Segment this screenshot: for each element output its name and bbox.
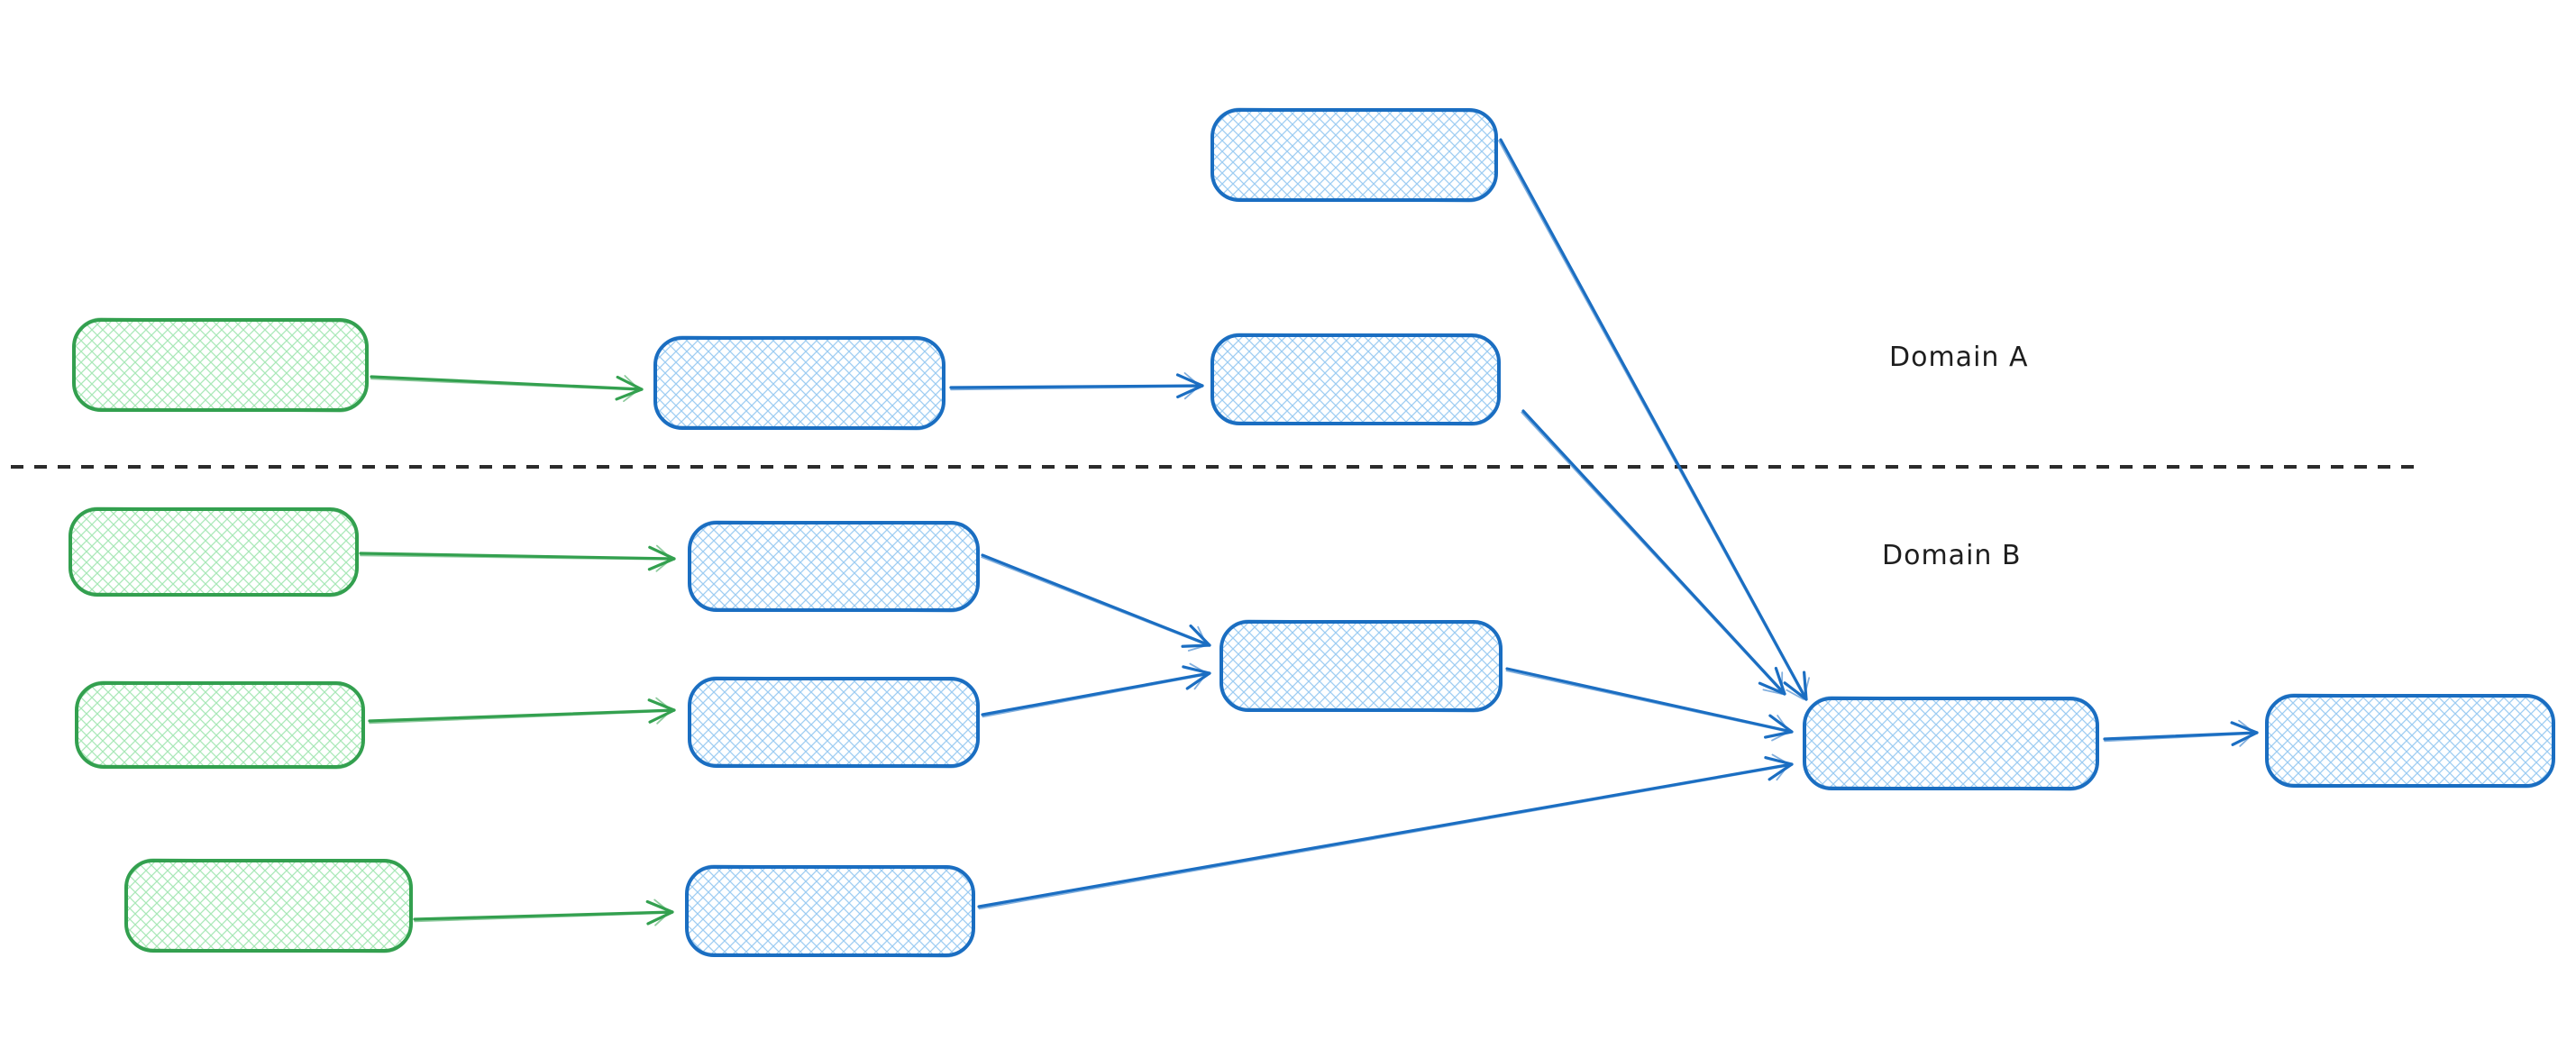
label-domain-b[interactable]: Domain B	[1882, 540, 2022, 571]
node-blue-b1[interactable]	[688, 520, 980, 613]
node-blue-b2[interactable]	[688, 676, 980, 769]
edge-green3-to-b2[interactable]	[368, 697, 676, 725]
node-blue-top[interactable]	[1210, 107, 1498, 203]
edge-b3-to-sink[interactable]	[977, 753, 1794, 910]
node-green-1[interactable]	[72, 317, 369, 413]
node-green-3[interactable]	[75, 680, 365, 770]
edge-green2-to-b1[interactable]	[359, 544, 676, 572]
node-green-4[interactable]	[124, 858, 413, 953]
node-blue-merge[interactable]	[1219, 619, 1503, 713]
edge-green1-to-a1[interactable]	[370, 375, 644, 403]
node-green-2[interactable]	[69, 506, 359, 597]
node-blue-sink[interactable]	[1803, 696, 2099, 791]
edge-top-to-sink[interactable]	[1498, 138, 1811, 701]
node-blue-final[interactable]	[2265, 693, 2555, 789]
edge-b1-to-merge[interactable]	[981, 553, 1211, 652]
label-domain-a[interactable]: Domain A	[1889, 342, 2028, 373]
edge-sink-to-final[interactable]	[2103, 719, 2259, 747]
edge-a2-to-sink[interactable]	[1521, 409, 1786, 696]
edge-a1-to-a2[interactable]	[949, 372, 1204, 400]
edge-green4-to-b3[interactable]	[413, 898, 674, 926]
edge-merge-to-sink[interactable]	[1505, 667, 1794, 742]
node-blue-b3[interactable]	[685, 864, 975, 958]
node-blue-a2[interactable]	[1210, 333, 1501, 426]
edge-b2-to-merge[interactable]	[981, 662, 1211, 718]
node-blue-a1[interactable]	[653, 335, 945, 431]
